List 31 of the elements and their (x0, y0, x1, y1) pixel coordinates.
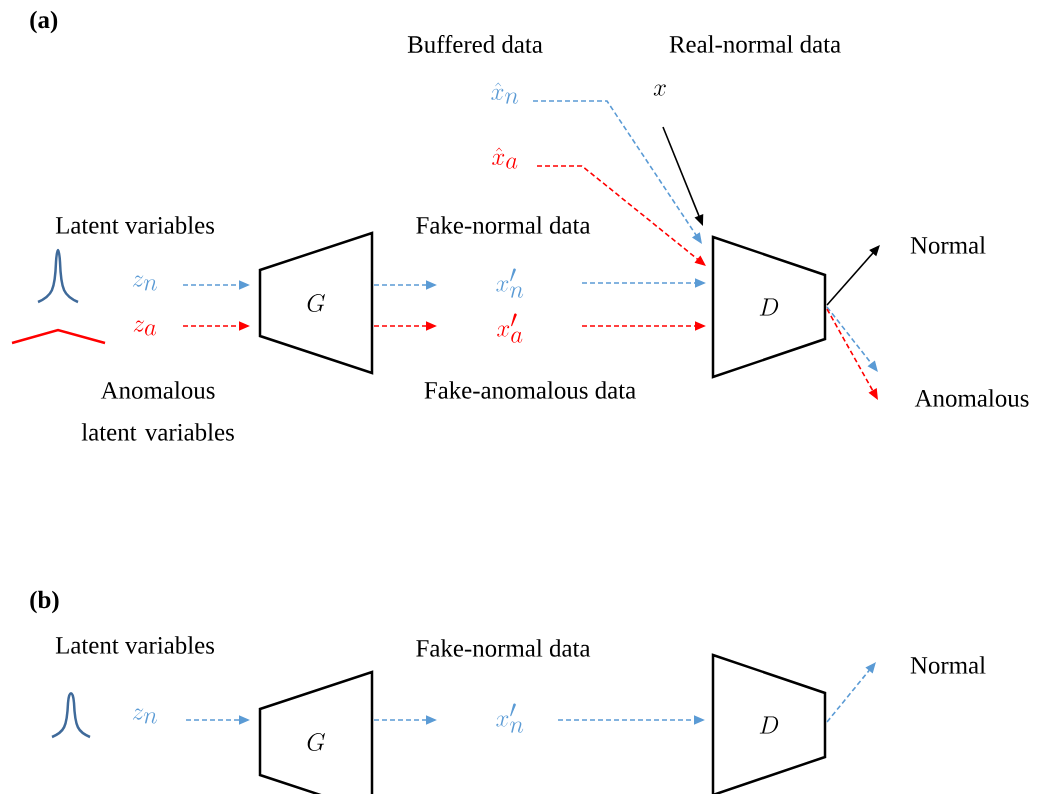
text-label: Latent variables (55, 636, 214, 654)
text-label: Fake-normal data (416, 639, 591, 657)
panel-label: (b) (30, 590, 59, 614)
output-label: Normal (910, 656, 986, 674)
math-symbol: $x'_n$ (496, 268, 524, 298)
math-symbol: $z_a$ (133, 320, 157, 336)
math-symbol: $x$ (653, 84, 666, 96)
text-label: Latent variables (55, 216, 214, 234)
math-symbol: $x'_n$ (496, 703, 524, 733)
trapezoid-block: $D$ (711, 235, 827, 379)
text-label: Real-normal data (669, 35, 841, 53)
math-symbol: $\hat{x}_n$ (491, 82, 519, 104)
text-label: Fake-normal data (416, 216, 591, 234)
text-label: Buffered data (407, 35, 543, 53)
math-symbol: $\hat{x}_a$ (492, 147, 518, 169)
output-label: Anomalous (914, 389, 1029, 407)
panel-label: (a) (30, 10, 58, 34)
text-label: Fake-anomalous data (424, 381, 636, 399)
trapezoid-block: $G$ (258, 670, 374, 794)
trapezoid-block: $D$ (711, 653, 827, 794)
math-symbol: $x'_a$ (497, 313, 523, 343)
arrow (536, 165, 706, 266)
text-label: Anomalous latent variables (81, 381, 234, 441)
arrow (826, 245, 880, 306)
arrow (532, 100, 702, 244)
arrow (826, 662, 876, 723)
output-label: Normal (910, 236, 986, 254)
math-symbol: $z_n$ (132, 708, 157, 724)
arrow (826, 306, 878, 372)
trapezoid-block: $G$ (258, 231, 374, 375)
math-symbol: $z_n$ (132, 275, 157, 291)
